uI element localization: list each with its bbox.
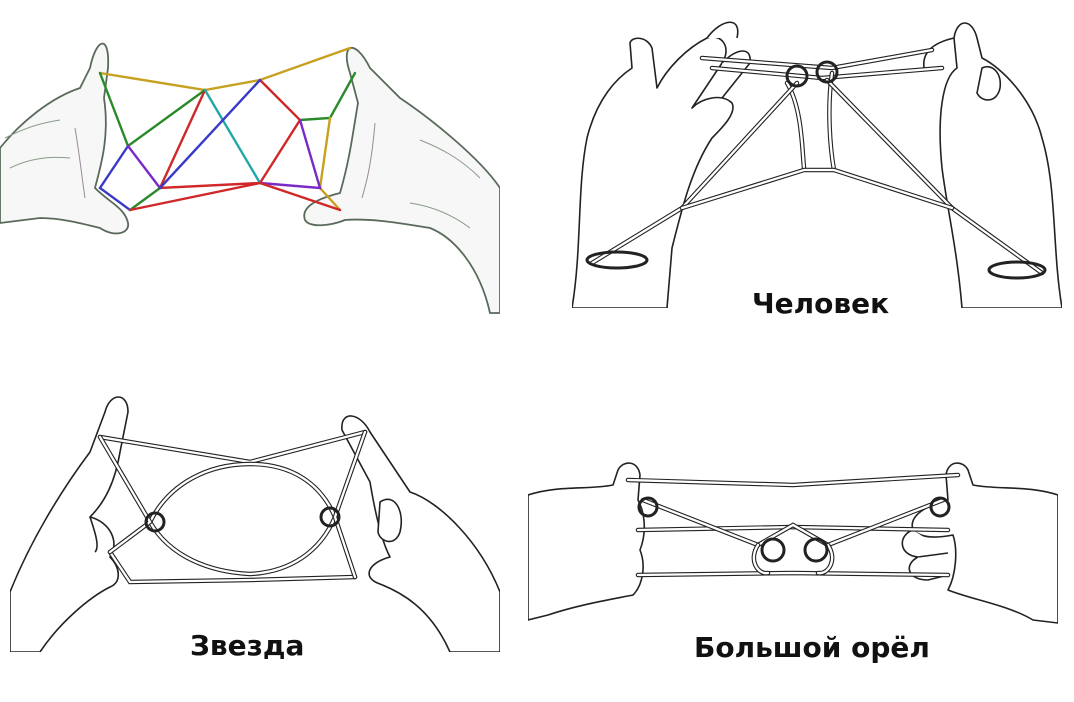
right-hand xyxy=(939,22,1062,308)
caption-chelovek: Человек xyxy=(752,287,890,320)
caption-zvezda: Звезда xyxy=(190,629,305,662)
left-hand xyxy=(10,396,129,652)
chelovek-strings xyxy=(585,47,1047,280)
right-hand-outline xyxy=(303,46,500,314)
bolshoy-oryol-illustration xyxy=(528,462,1058,624)
chelovek-illustration xyxy=(572,21,1062,308)
zvezda-strings xyxy=(97,429,368,585)
right-hand xyxy=(911,462,1058,624)
string-figure-chelovek xyxy=(572,8,1062,308)
string-figure-colored-hands xyxy=(0,28,500,318)
right-hand xyxy=(341,415,500,652)
left-hand xyxy=(572,36,734,308)
string-figure-zvezda xyxy=(10,392,500,652)
zvezda-illustration xyxy=(10,396,500,652)
colored-string-web xyxy=(98,46,357,212)
bolshoy-oryol-strings xyxy=(625,472,961,578)
left-hand xyxy=(528,462,646,621)
left-hand-outline xyxy=(0,42,129,235)
colored-figure-illustration xyxy=(0,42,500,314)
caption-bolshoy-oryol: Большой орёл xyxy=(694,631,930,664)
string-figure-bolshoy-oryol xyxy=(528,455,1058,630)
